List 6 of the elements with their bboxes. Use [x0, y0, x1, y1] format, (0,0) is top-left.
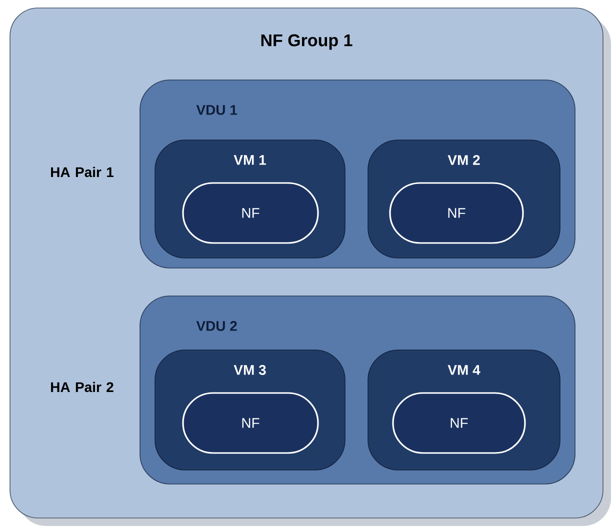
nf-pill: NF: [392, 392, 526, 454]
nf-pill: NF: [182, 182, 319, 244]
nf-pill: NF: [182, 392, 319, 454]
side-label: HA Pair 1: [51, 166, 114, 178]
side-label: HA Pair 2: [51, 382, 114, 392]
nf-pill: NF: [389, 182, 524, 244]
